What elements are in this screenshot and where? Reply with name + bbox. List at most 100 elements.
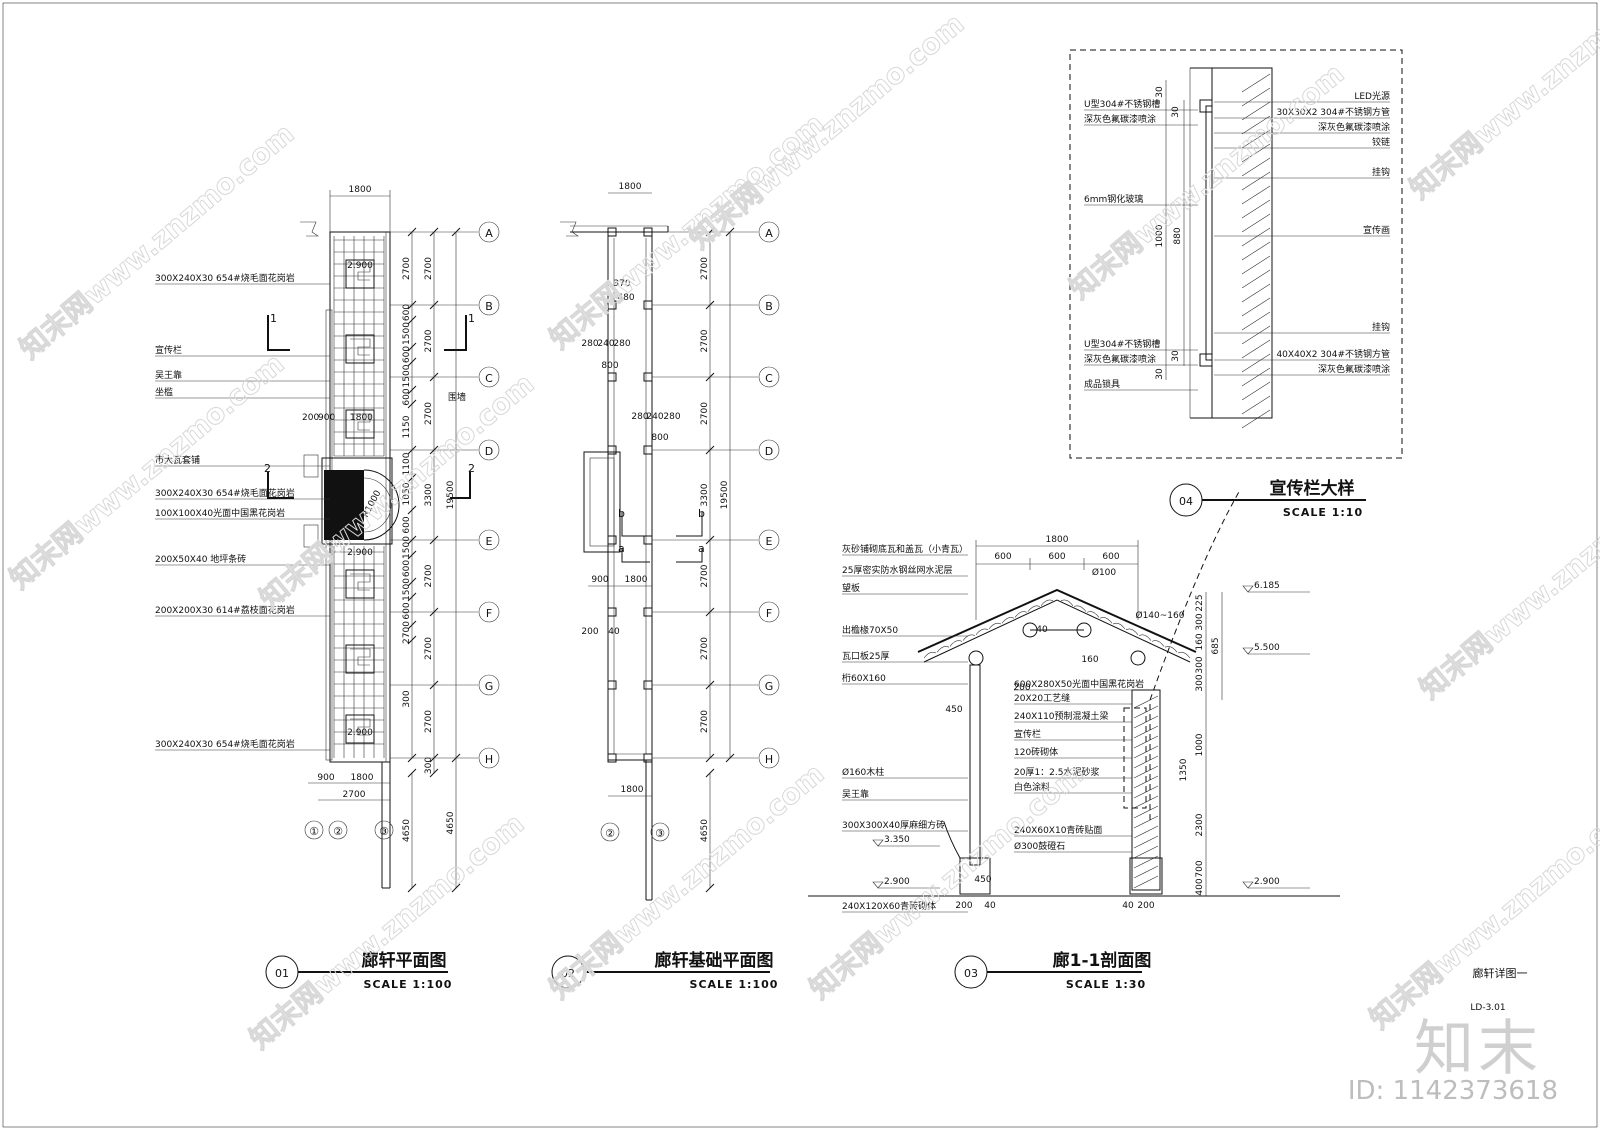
paving-motif-1 bbox=[345, 334, 375, 364]
roof-profile bbox=[917, 588, 1197, 653]
pier-left-4 bbox=[607, 535, 617, 545]
detail-left-label-0: U型304#不锈钢槽 bbox=[1084, 98, 1160, 110]
corridor-plan-drawing: 1800 R1000 2.900 2.900 2.900 300X240X30 … bbox=[155, 185, 500, 991]
plan02-detail-dim-5: 800 bbox=[601, 361, 618, 371]
paving-motif-3 bbox=[345, 569, 375, 599]
detail-left-label-3: U型304#不锈钢槽 bbox=[1084, 338, 1160, 350]
plan01-elev-1: 2.900 bbox=[347, 261, 373, 271]
plan01-label-4: 市大瓦套铺 bbox=[155, 454, 200, 466]
plan02-detail-dim-9: 800 bbox=[651, 433, 668, 443]
detail-left-labels: U型304#不锈钢槽深灰色氟碳漆喷涂6mm钢化玻璃U型304#不锈钢槽深灰色氟碳… bbox=[1084, 98, 1198, 391]
drawing-02-title: 廊轩基础平面图 bbox=[655, 950, 774, 971]
plan02-detail-dim-1: 480 bbox=[617, 293, 634, 303]
plan01-mid-dim-2: 2700 bbox=[424, 402, 434, 425]
plan01-top-dim: 1800 bbox=[349, 185, 372, 195]
plan01-inner-dim-200: 200 bbox=[302, 413, 319, 423]
paving-motif-5 bbox=[345, 714, 375, 744]
section-right-dim-7: 1000 bbox=[1195, 733, 1205, 756]
plan02-col-3: ③ bbox=[655, 827, 665, 840]
section-right-label-6: 白色涂料 bbox=[1014, 781, 1050, 793]
plan02-detail-dim-10: 200 bbox=[581, 627, 598, 637]
plan01-label-3: 坐槛 bbox=[155, 386, 173, 398]
plan02-col-2: ② bbox=[605, 827, 615, 840]
section-right-label-3: 宣传栏 bbox=[1014, 728, 1041, 740]
plan01-label-1: 宣传栏 bbox=[155, 344, 182, 356]
plan02-detail-dim-2: 280 bbox=[581, 339, 598, 349]
plan01-seg-dim-6: 1150 bbox=[402, 415, 412, 438]
wood-column bbox=[969, 664, 981, 866]
bulletin-board-detail: U型304#不锈钢槽深灰色氟碳漆喷涂6mm钢化玻璃U型304#不锈钢槽深灰色氟碳… bbox=[1069, 49, 1403, 519]
plan01-seg-dim-8: 1050 bbox=[402, 482, 412, 505]
plan02-cut-b-left: b bbox=[618, 507, 625, 520]
section-left-label-4: 瓦口板25厚 bbox=[842, 650, 889, 662]
pier-left-3 bbox=[607, 445, 617, 455]
plan01-bottom-dim-1800: 1800 bbox=[351, 773, 374, 783]
plan01-seg-dim-0: 2700 bbox=[402, 257, 412, 280]
drawing-03-number: 03 bbox=[964, 967, 978, 980]
plan01-below-dim-0: 4650 bbox=[402, 819, 412, 842]
section-elev-3: 2.900 bbox=[884, 877, 910, 887]
detail-left-label-1: 深灰色氟碳漆喷涂 bbox=[1084, 113, 1156, 125]
section-left-labels: 灰砂铺砌底瓦和盖瓦（小青瓦）25厚密实防水钢丝网水泥层望板出檐椽70X50瓦口板… bbox=[842, 543, 968, 913]
detail-right-label-6: 挂钩 bbox=[1372, 321, 1390, 333]
seat-base bbox=[959, 857, 991, 895]
section-dim-4: 200 bbox=[1013, 683, 1030, 693]
plan02-cut-a-right: a bbox=[698, 542, 705, 555]
section-elev-4: 2.900 bbox=[1254, 877, 1280, 887]
plan01-axis-H: H bbox=[485, 753, 493, 766]
plan01-seg-dim-10: 1500 bbox=[402, 536, 412, 559]
detail-right-label-8: 深灰色氟碳漆喷涂 bbox=[1318, 363, 1390, 375]
plan01-seg-dim-14: 2700 bbox=[402, 621, 412, 644]
watermark-text-4: 知末网www.znzmo.com bbox=[683, 7, 970, 255]
plan01-mid-dim-7: 300 bbox=[424, 757, 434, 774]
plan02-axis-B: B bbox=[765, 300, 773, 313]
section-top-dim-600b: 600 bbox=[1048, 552, 1065, 562]
detail-dim-0: 30 bbox=[1155, 86, 1165, 98]
section-dim-6: 450 bbox=[974, 875, 991, 885]
plan01-axis-F: F bbox=[486, 607, 492, 620]
detail-leader bbox=[1149, 489, 1241, 820]
detail-right-label-2: 深灰色氟碳漆喷涂 bbox=[1318, 121, 1390, 133]
section-elev-1: 5.500 bbox=[1254, 643, 1280, 653]
section-right-label-1: 20X20工艺缝 bbox=[1014, 692, 1070, 704]
section-right-dim-8: 2300 bbox=[1195, 813, 1205, 836]
section-left-label-7: 吴王靠 bbox=[842, 788, 869, 800]
plan01-axis-A: A bbox=[485, 227, 493, 240]
plan02-top-dim: 1800 bbox=[619, 182, 642, 192]
section-right-dim-4: 300 bbox=[1195, 674, 1205, 691]
section-left-label-2: 望板 bbox=[842, 582, 860, 594]
plan01-mid-dim-1: 2700 bbox=[424, 329, 434, 352]
plan02-cut-b-right: b bbox=[698, 507, 705, 520]
detail-dim-3: 880 bbox=[1173, 227, 1183, 244]
watermark-layer: 知末网www.znzmo.com 知末网www.znzmo.com 知末网www.z… bbox=[3, 0, 1600, 1056]
corridor-section-drawing: 1800 600 600 600 灰砂铺砌底瓦和盖瓦（小青瓦）25厚密实防水钢丝… bbox=[808, 489, 1340, 991]
section-right-label-0: 600X280X50光面中国黑花岗岩 bbox=[1014, 678, 1144, 690]
plan02-cut-a-left: a bbox=[618, 542, 625, 555]
watermark-text-11: 知末网www.znzmo.com bbox=[1403, 0, 1600, 205]
section-right-dim-0: 225 bbox=[1195, 594, 1205, 611]
plan01-seg-dim-3: 600 bbox=[402, 346, 412, 363]
pier-right-6 bbox=[643, 680, 653, 690]
plan01-material-labels: 300X240X30 654#烧毛面花岗岩宣传栏吴王靠坐槛市大瓦套铺300X24… bbox=[155, 272, 330, 751]
detail-right-label-4: 挂钩 bbox=[1372, 166, 1390, 178]
plan02-axis-E: E bbox=[766, 535, 773, 548]
section-elev-2: 3.350 bbox=[884, 835, 910, 845]
section-right-labels: 600X280X50光面中国黑花岗岩20X20工艺缝240X110预制混凝土梁宣… bbox=[1014, 678, 1144, 853]
plan01-seg-dim-12: 1500 bbox=[402, 578, 412, 601]
detail-dim-1: 30 bbox=[1171, 106, 1181, 118]
drawing-03-title: 廊1-1剖面图 bbox=[1053, 950, 1152, 971]
drawing-02-number: 02 bbox=[561, 967, 575, 980]
section-right-label-4: 120砖砌体 bbox=[1014, 746, 1058, 758]
section-top-dim-600a: 600 bbox=[994, 552, 1011, 562]
plan01-label-9: 300X240X30 654#烧毛面花岗岩 bbox=[155, 738, 295, 750]
plan02-detail-dim-0: 370 bbox=[613, 279, 630, 289]
plan01-total-dim-0: 19500 bbox=[446, 480, 456, 509]
plan02-right-dim-0: 2700 bbox=[700, 257, 710, 280]
detail-right-label-0: LED光源 bbox=[1354, 90, 1390, 102]
watermark-text-2: 知末网www.znzmo.com bbox=[253, 367, 540, 615]
pier-left-6 bbox=[607, 680, 617, 690]
